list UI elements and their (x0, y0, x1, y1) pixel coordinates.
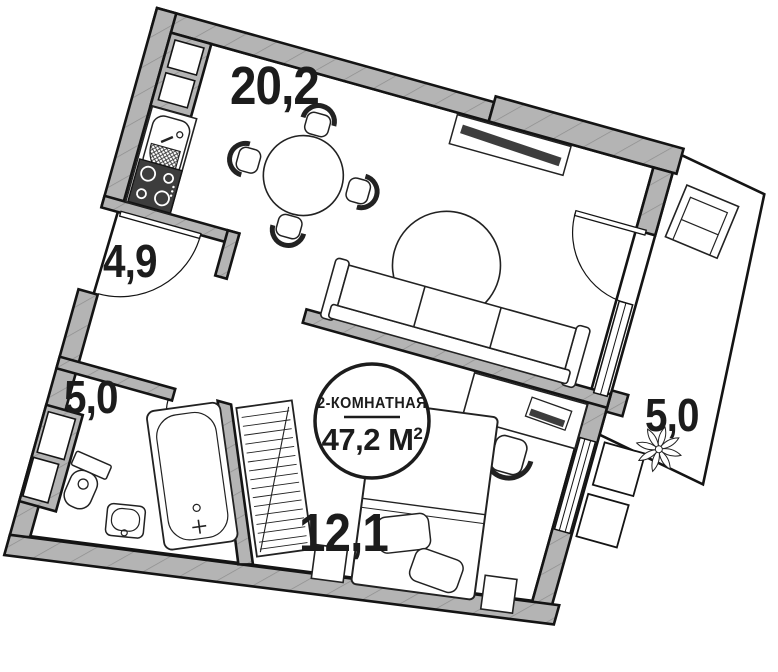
sofa-icon (319, 257, 591, 389)
toilet-icon (63, 450, 112, 510)
wall-bathroom-top (54, 355, 177, 403)
ac-unit-1 (591, 441, 647, 498)
washbasin-icon (104, 502, 147, 539)
label-kitchen-living: 20,2 (230, 55, 319, 116)
bathtub-icon (146, 401, 239, 551)
niche (166, 39, 205, 77)
room-labels: 20,2 4,9 5,0 12,1 5,0 (64, 55, 699, 563)
armchair-icon (664, 183, 740, 260)
pillow-icon (408, 547, 464, 594)
desk-icon (461, 371, 589, 450)
plan-geometry (2, 6, 766, 626)
wall-living-right (634, 165, 675, 237)
wall-hallway-jog (213, 228, 242, 281)
ac-unit-2 (575, 492, 630, 549)
bedroom-window (553, 436, 597, 535)
bed-icon (310, 400, 518, 615)
area-badge: 2-КОМНАТНАЯ 47,2 М2 (313, 362, 431, 480)
dining-set (211, 86, 396, 266)
stove-icon (127, 158, 184, 215)
label-bathroom: 5,0 (64, 373, 118, 424)
wall-top-right (487, 94, 686, 176)
badge-type-label: 2-КОМНАТНАЯ (317, 394, 427, 412)
label-bedroom: 12,1 (299, 502, 388, 563)
entry-door (97, 210, 202, 298)
tv-console-icon (448, 113, 572, 177)
dining-table-icon (262, 134, 345, 217)
label-hallway: 4,9 (103, 237, 157, 288)
niche (157, 71, 196, 109)
nightstand-icon (310, 543, 349, 584)
wardrobe-icon (235, 399, 314, 558)
niche (36, 410, 77, 461)
label-balcony: 5,0 (645, 391, 699, 442)
badge-area-label: 47,2 М2 (322, 422, 423, 457)
plant-icon (635, 426, 682, 473)
nightstand-icon (479, 574, 518, 615)
pillow-icon (376, 512, 432, 554)
niche (21, 456, 60, 504)
shaft-niches (21, 39, 205, 504)
balcony-door (571, 209, 648, 304)
